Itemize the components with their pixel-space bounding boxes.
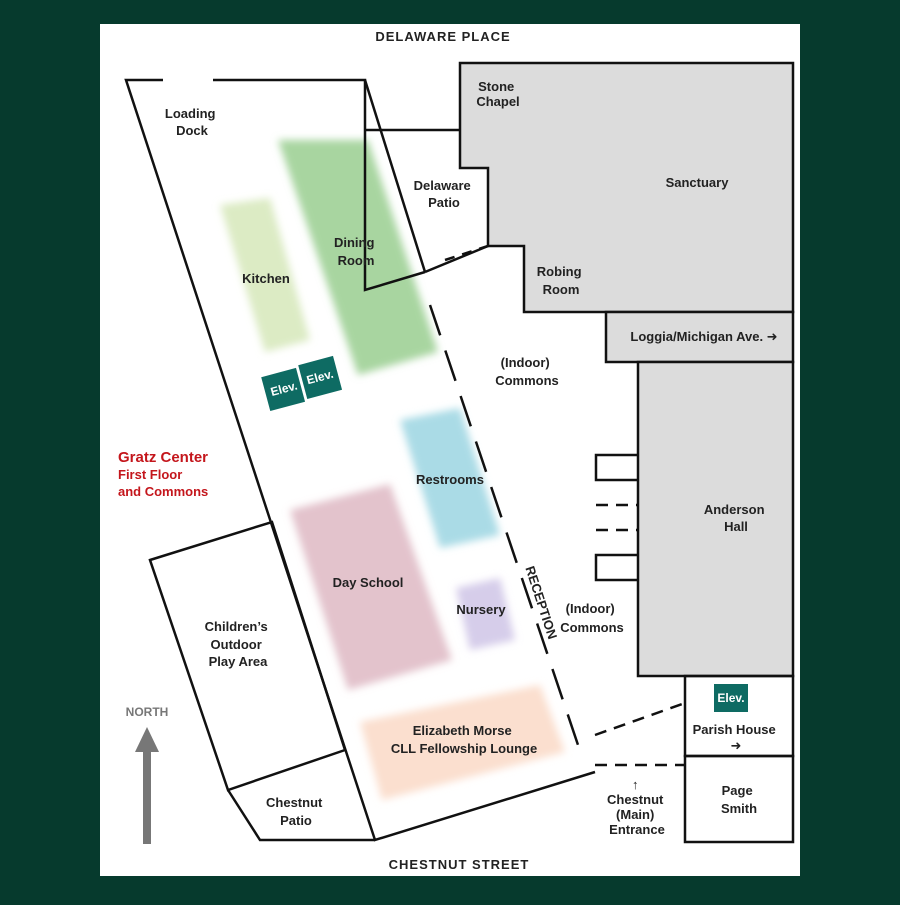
nursery-zone — [456, 578, 515, 650]
robing-room-label: Robing Room — [537, 264, 585, 297]
day-school-label: Day School — [333, 575, 404, 590]
elevator-1: Elev. — [261, 367, 306, 412]
parish-structures — [594, 674, 795, 844]
anderson-hall-label: Anderson Hall — [704, 502, 768, 534]
page-smith-label: Page Smith — [721, 783, 757, 816]
map-title: Gratz Center — [118, 449, 208, 466]
kitchen-label: Kitchen — [242, 271, 290, 286]
room-zones — [220, 140, 565, 800]
gratz-walls — [124, 78, 596, 842]
elevator-2: Elev. — [298, 355, 343, 400]
anderson-hall-building — [636, 360, 795, 678]
street-north-label: DELAWARE PLACE — [375, 29, 510, 44]
sanctuary-building — [458, 61, 795, 314]
dining-room-zone — [278, 140, 438, 375]
north-arrow-icon — [135, 727, 159, 844]
north-label: NORTH — [126, 705, 169, 719]
dining-room-label: Dining Room — [334, 235, 378, 268]
day-school-zone — [290, 484, 452, 690]
elevator-3-label: Elev. — [717, 691, 744, 705]
nursery-label: Nursery — [456, 602, 506, 617]
outdoor-walls — [148, 520, 375, 842]
stone-chapel-label: Stone Chapel — [476, 79, 519, 109]
lounge-zone — [360, 685, 565, 800]
parish-house-label: Parish House ➜ — [693, 722, 780, 753]
delaware-patio-label: Delaware Patio — [414, 178, 475, 210]
childrens-play-area-label: Children’s Outdoor Play Area — [205, 619, 272, 669]
kitchen-zone — [220, 198, 310, 352]
elevator-1-label: Elev. — [269, 378, 299, 399]
map-subtitle-1: First Floor — [118, 467, 182, 482]
street-south-label: CHESTNUT STREET — [389, 857, 530, 872]
elevator-3: Elev. — [714, 684, 748, 712]
anderson-doors — [594, 453, 638, 582]
restrooms-label: Restrooms — [416, 472, 484, 487]
chestnut-patio-label: Chestnut Patio — [266, 795, 326, 828]
restrooms-zone — [400, 408, 500, 548]
fellowship-lounge-label: Elizabeth Morse CLL Fellowship Lounge — [391, 723, 537, 756]
chestnut-entrance-label: ↑ Chestnut (Main) Entrance — [607, 777, 667, 837]
loggia-label: Loggia/Michigan Ave. ➜ — [630, 329, 777, 344]
indoor-commons-north-label: (Indoor) Commons — [495, 355, 559, 388]
map-subtitle-2: and Commons — [118, 484, 208, 499]
indoor-commons-south-label: (Indoor) Commons — [560, 601, 624, 635]
elevator-2-label: Elev. — [305, 367, 335, 388]
loading-dock-label: Loading Dock — [165, 106, 219, 138]
sanctuary-label: Sanctuary — [666, 175, 730, 190]
